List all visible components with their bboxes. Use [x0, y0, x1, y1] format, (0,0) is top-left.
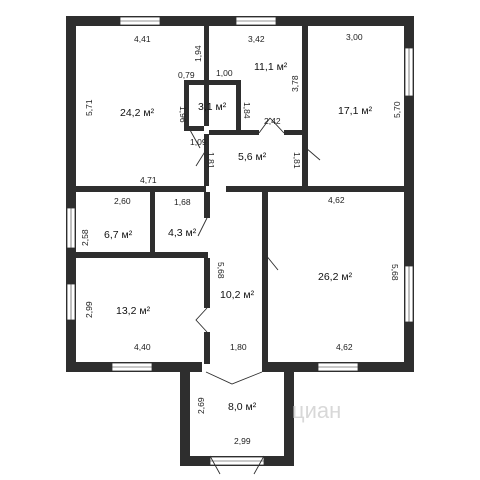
interior-walls	[76, 26, 404, 372]
door-closet	[189, 129, 201, 149]
dim-mid-closet-width: 1,68	[174, 197, 191, 207]
dim-vestibule-right: 1,81	[292, 152, 302, 169]
dim-top-left-width: 4,41	[134, 34, 151, 44]
door-vestibule-left	[195, 149, 207, 167]
dim-right-big-top: 4,62	[328, 195, 345, 205]
dim-hall-width: 1,80	[230, 342, 247, 352]
dim-closet-left-height: 1,96	[178, 106, 188, 123]
dim-closet-side: 1,94	[193, 45, 203, 62]
door-hall-left	[195, 307, 208, 333]
dim-closet-left: 0,79	[178, 70, 195, 80]
dim-closet-top: 1,00	[216, 68, 233, 78]
dim-top-left-height: 5,71	[84, 99, 94, 116]
area-top-left: 24,2 м²	[120, 107, 155, 119]
door-entrance	[209, 455, 265, 475]
area-closet: 3,1 м²	[198, 101, 227, 113]
area-top-middle: 11,1 м²	[254, 61, 288, 73]
door-hall-right	[264, 253, 279, 271]
dim-closet-right: 1,84	[242, 102, 252, 119]
dim-porch-width: 2,99	[234, 436, 251, 446]
area-vestibule: 5,6 м²	[238, 151, 267, 163]
dim-closet-bottom: 1,09	[190, 137, 207, 147]
dim-top-right-width: 3,00	[346, 32, 363, 42]
dim-right-big-bottom: 4,62	[336, 342, 353, 352]
dim-hall-height: 5,68	[216, 262, 226, 279]
dim-top-middle-height: 3,78	[290, 75, 300, 92]
dim-mid-left-width: 2,60	[114, 196, 131, 206]
watermark: циан	[292, 398, 341, 423]
area-right-big: 26,2 м²	[318, 271, 353, 283]
area-mid-closet: 4,3 м²	[168, 227, 197, 239]
dim-top-middle-width: 3,42	[248, 34, 265, 44]
windows	[66, 16, 414, 466]
dim-top-left-bottom: 4,71	[140, 175, 157, 185]
dim-right-big-height: 5,68	[390, 264, 400, 281]
area-top-right: 17,1 м²	[338, 105, 373, 117]
area-hall: 10,2 м²	[220, 289, 255, 301]
doors	[189, 117, 321, 475]
door-closet-mid	[198, 218, 207, 254]
dimension-labels: 4,41 5,71 4,71 0,79 1,00 1,94 1,96 1,09 …	[80, 32, 402, 446]
dim-bottom-left-height: 2,99	[84, 301, 94, 318]
door-vestibule-right	[305, 147, 321, 161]
dim-top-right-height: 5,70	[392, 101, 402, 118]
door-porch	[205, 371, 263, 385]
dim-porch-height: 2,69	[196, 397, 206, 414]
door-top-middle	[258, 117, 285, 134]
dim-vestibule-left: 1,81	[206, 152, 216, 169]
area-porch: 8,0 м²	[228, 401, 257, 413]
area-bottom-left: 13,2 м²	[116, 305, 151, 317]
dim-top-middle-bottom: 2,42	[264, 116, 281, 126]
area-labels: 24,2 м² 3,1 м² 11,1 м² 17,1 м² 5,6 м² 6,…	[104, 61, 373, 413]
dim-bottom-left-width: 4,40	[134, 342, 151, 352]
dim-mid-left-height: 2,58	[80, 229, 90, 246]
area-mid-left: 6,7 м²	[104, 229, 133, 241]
